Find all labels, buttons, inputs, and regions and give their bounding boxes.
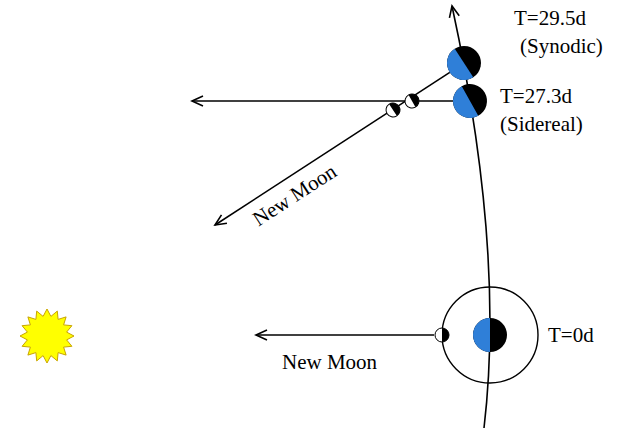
moon-orbit xyxy=(442,287,538,383)
month-name: (Sidereal) xyxy=(500,112,583,136)
sun-symbol xyxy=(20,309,74,363)
earth-symbol xyxy=(473,318,507,352)
month-name: (Synodic) xyxy=(520,34,603,58)
period-label: T=29.5d xyxy=(514,6,586,30)
earth-symbol xyxy=(440,39,487,86)
moon-symbol xyxy=(435,328,449,342)
moon-symbol xyxy=(402,91,421,110)
period-label: T=27.3d xyxy=(500,84,572,108)
synodic-arrow xyxy=(215,72,450,225)
new-moon-arrow xyxy=(256,334,434,336)
phase-label: New Moon xyxy=(282,350,377,374)
earth-symbol xyxy=(447,78,493,124)
moon-symbol xyxy=(383,100,402,119)
period-label: T=0d xyxy=(548,323,594,347)
